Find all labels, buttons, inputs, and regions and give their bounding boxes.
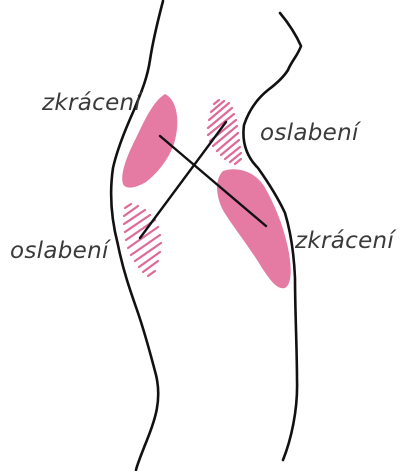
top-right-weakened-muscle xyxy=(208,100,241,164)
bottom-right-shortened-muscle xyxy=(217,169,291,288)
bottom-left-weakened-muscle xyxy=(124,204,161,276)
label-bottom-left-weakened: oslabení xyxy=(10,240,109,263)
label-top-right-weakened: oslabení xyxy=(260,122,359,145)
label-top-left-shortened: zkrácení xyxy=(42,92,141,115)
back-body-outline xyxy=(111,1,163,470)
label-bottom-right-shortened: zkrácení xyxy=(295,230,394,253)
